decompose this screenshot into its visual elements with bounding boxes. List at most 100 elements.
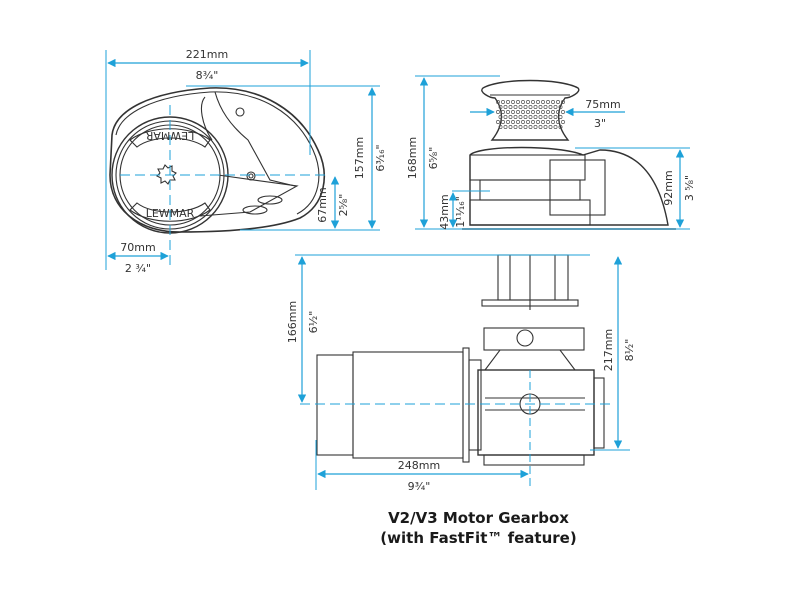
upper-mm: 166mm xyxy=(286,301,299,343)
drum-hole xyxy=(556,120,560,124)
drum-hole xyxy=(543,105,548,109)
drum-hole xyxy=(498,125,503,129)
upper-in: 6¹⁄₂" xyxy=(307,311,320,334)
length-mm: 248mm xyxy=(398,459,440,472)
drum-hole xyxy=(551,110,555,114)
drum-hole xyxy=(523,105,528,109)
drum-hole xyxy=(526,100,530,104)
drum-hole xyxy=(503,115,508,119)
drum-hole xyxy=(501,110,505,114)
drum-hole xyxy=(506,120,510,124)
drum-hole xyxy=(516,100,520,104)
drum-hole xyxy=(513,105,518,109)
drum-hole xyxy=(533,115,538,119)
drum-hole xyxy=(518,105,523,109)
drum-hole xyxy=(511,110,515,114)
drum-hole xyxy=(496,120,500,124)
drum-hole xyxy=(546,100,550,104)
drum-hole xyxy=(518,125,523,129)
top-center-in: 2 ¾" xyxy=(125,262,151,275)
top-width-mm: 221mm xyxy=(186,48,228,61)
drum-hole xyxy=(508,115,513,119)
top-view: LEWMAR LEWMAR 221mm 8¾" 157mm 6³⁄₁₆" 67m… xyxy=(105,48,387,275)
drum-hole xyxy=(548,115,553,119)
top-width-in: 8¾" xyxy=(196,69,219,82)
drum-hole xyxy=(496,110,500,114)
drum-hole xyxy=(516,110,520,114)
drum-hole xyxy=(536,120,540,124)
body-mm: 92mm xyxy=(662,170,675,205)
drum-hole xyxy=(561,120,565,124)
drum-hole xyxy=(503,105,508,109)
top-view-drawing xyxy=(109,87,325,234)
body-in: 3 ⁵⁄₈" xyxy=(683,175,696,201)
drum-hole xyxy=(551,120,555,124)
drum-hole xyxy=(523,125,528,129)
drum-hole xyxy=(528,125,533,129)
base-mm: 43mm xyxy=(438,194,451,229)
drum-hole xyxy=(558,105,563,109)
drum-hole xyxy=(553,125,558,129)
drum-hole xyxy=(536,100,540,104)
drum-hole xyxy=(501,100,505,104)
top-height-in: 6³⁄₁₆" xyxy=(374,144,387,171)
drum-hole xyxy=(506,110,510,114)
drum-in: 3" xyxy=(594,117,606,130)
gearbox-view: 166mm 6¹⁄₂" 217mm 8¹⁄₂" 248mm 9³⁄₄" xyxy=(286,254,636,493)
drum-hole xyxy=(531,110,535,114)
drum-hole xyxy=(546,120,550,124)
drum-hole xyxy=(521,100,525,104)
drum-hole xyxy=(553,115,558,119)
drum-hole xyxy=(558,115,563,119)
drum-hole xyxy=(536,110,540,114)
drum-hole xyxy=(503,125,508,129)
drum-hole xyxy=(526,120,530,124)
side-view: 168mm 6⁵⁄₈" 75mm 3" 43mm 1¹¹⁄₁₆" 92mm 3 … xyxy=(406,75,696,230)
drum-hole xyxy=(548,125,553,129)
drum-hole xyxy=(523,115,528,119)
drum-hole xyxy=(553,105,558,109)
caption-line-1: V2/V3 Motor Gearbox xyxy=(388,509,569,527)
drum-hole xyxy=(498,115,503,119)
length-in: 9³⁄₄" xyxy=(408,480,431,493)
drum-hole xyxy=(541,100,545,104)
total-in: 8¹⁄₂" xyxy=(623,339,636,362)
drum-mm: 75mm xyxy=(585,98,620,111)
drum-hole xyxy=(533,125,538,129)
drum-hole xyxy=(516,120,520,124)
caption-line-2: (with FastFit™ feature) xyxy=(380,529,577,547)
drum-hole xyxy=(556,100,560,104)
side-view-drawing xyxy=(462,79,676,230)
drum-hole xyxy=(531,120,535,124)
drum-hole xyxy=(521,120,525,124)
base-in: 1¹¹⁄₁₆" xyxy=(454,196,467,228)
drum-holes xyxy=(496,100,565,129)
total-mm: 217mm xyxy=(602,329,615,371)
drum-hole xyxy=(548,105,553,109)
drum-hole xyxy=(508,105,513,109)
drum-hole xyxy=(538,115,543,119)
side-height-in: 6⁵⁄₈" xyxy=(427,147,440,170)
drum-hole xyxy=(561,110,565,114)
drum-hole xyxy=(551,100,555,104)
drum-hole xyxy=(506,100,510,104)
side-extension-lines xyxy=(415,75,690,230)
gearbox-extension-lines xyxy=(295,254,630,490)
drum-hole xyxy=(508,125,513,129)
drum-hole xyxy=(531,100,535,104)
drum-hole xyxy=(538,105,543,109)
drum-hole xyxy=(528,115,533,119)
drum-hole xyxy=(513,115,518,119)
drum-hole xyxy=(541,120,545,124)
gearbox-drawing xyxy=(316,254,605,466)
drum-hole xyxy=(546,110,550,114)
drum-hole xyxy=(543,125,548,129)
drum-hole xyxy=(513,125,518,129)
drum-hole xyxy=(498,105,503,109)
drum-hole xyxy=(533,105,538,109)
side-height-mm: 168mm xyxy=(406,137,419,179)
top-offset-mm: 67mm xyxy=(316,187,329,222)
drum-hole xyxy=(541,110,545,114)
caption: V2/V3 Motor Gearbox (with FastFit™ featu… xyxy=(0,508,800,548)
